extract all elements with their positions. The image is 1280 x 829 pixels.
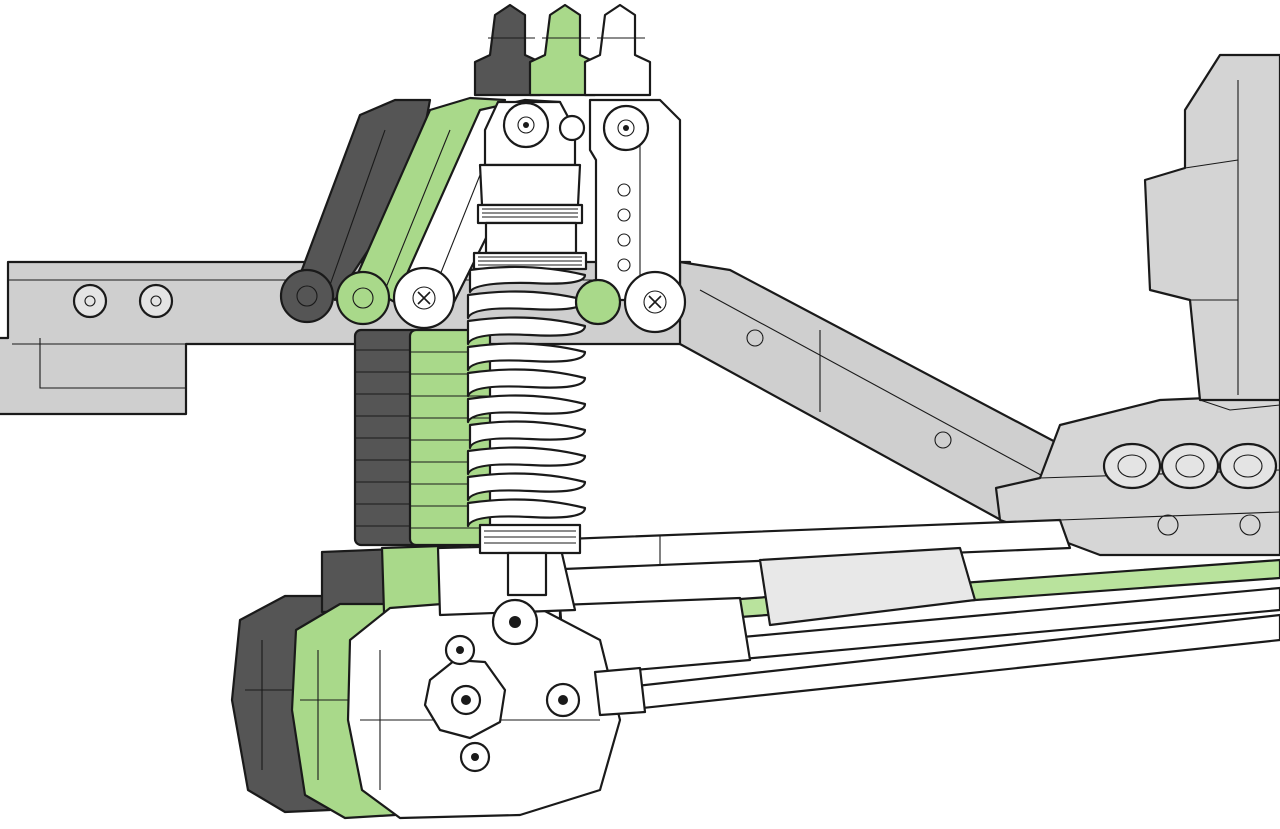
rail-bolt [138,283,174,319]
knuckle-bolt [545,682,581,718]
body-post-white [583,3,652,97]
knuckle-bolt [444,634,476,666]
housing-hole [1102,442,1162,490]
shock-tower-dark [298,98,432,302]
rail-bolt [72,283,108,319]
mount-bolt-white [623,270,687,334]
housing-hole [1218,442,1278,490]
skid-plate-housing [994,393,1280,557]
transmission-case [1143,53,1280,411]
link-pivot-dark [279,268,335,324]
mount-bolt-green [574,278,622,326]
knuckle-bolt [459,741,491,773]
kingpin-bolt [491,598,539,646]
lower-link-front [558,596,1280,714]
upper-link [538,518,1072,627]
link-pivot-green [335,270,391,326]
shock-top-bolt [558,114,586,142]
link-pivot-white [392,266,456,330]
housing-hole [1160,442,1220,490]
spring-coils [466,265,587,528]
shock-top-bolt [602,104,650,152]
shock-top-bolt [502,101,550,149]
